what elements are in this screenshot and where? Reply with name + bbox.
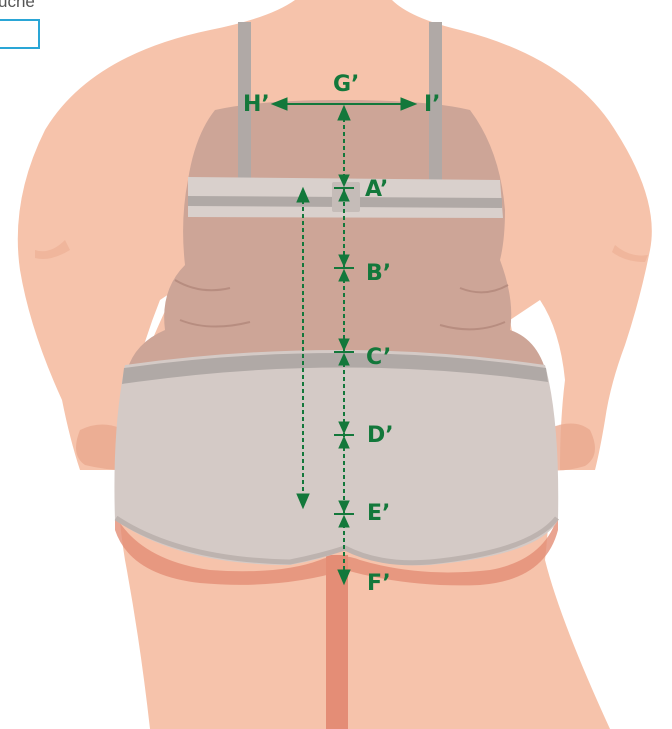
label-e: E’: [367, 501, 390, 526]
garment-brief: [114, 350, 558, 565]
label-i: I’: [424, 92, 441, 117]
label-a: A’: [365, 177, 388, 202]
label-f: F’: [367, 571, 391, 596]
label-h: H’: [243, 92, 270, 117]
label-b: B’: [366, 261, 391, 286]
label-d: D’: [367, 423, 394, 448]
label-g: G’: [333, 72, 359, 97]
label-c: C’: [366, 345, 391, 370]
